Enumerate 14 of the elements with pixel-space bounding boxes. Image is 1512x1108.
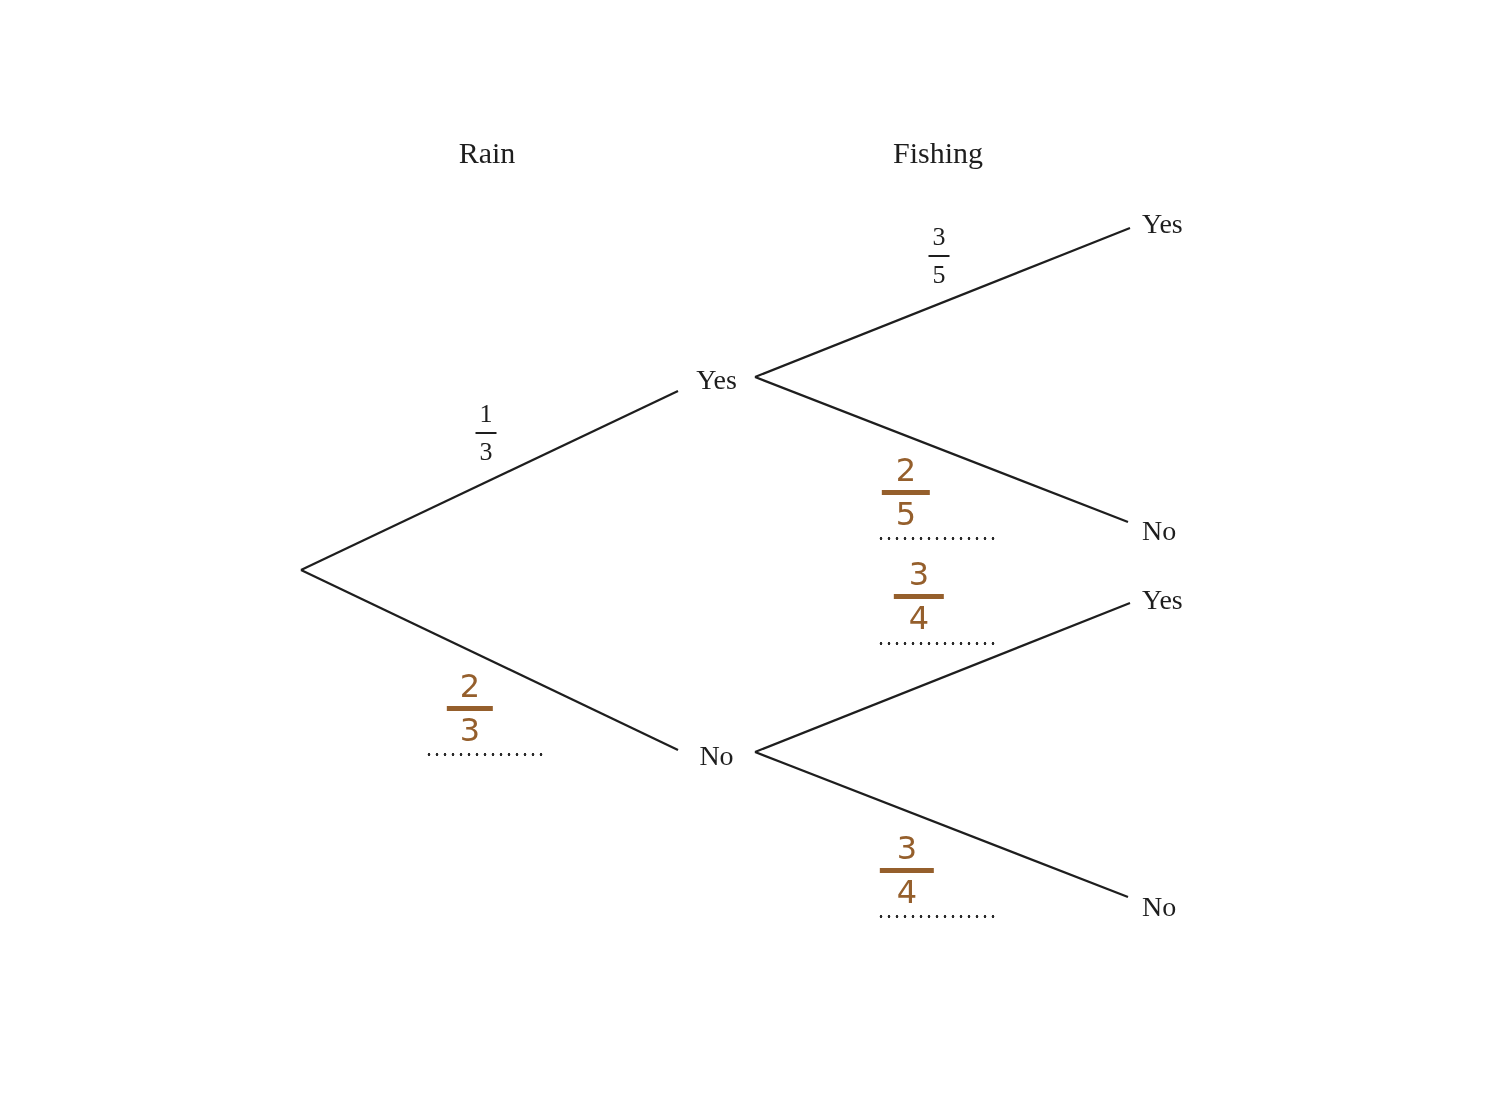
outcome-label: No (678, 740, 755, 772)
tree-branch (754, 226, 1131, 379)
outcome-label: Yes (678, 364, 755, 396)
tree-branch (754, 375, 1129, 524)
tree-branch (754, 750, 1129, 899)
outcome-label: Yes (1130, 208, 1194, 240)
column-heading: Fishing (893, 136, 983, 170)
tree-branch (300, 390, 679, 571)
outcome-label: No (1128, 891, 1192, 923)
column-heading: Rain (458, 136, 516, 170)
outcome-label: Yes (1130, 584, 1194, 616)
outcome-label: No (1128, 515, 1192, 547)
tree-branch (754, 601, 1131, 754)
tree-branch (300, 569, 679, 751)
